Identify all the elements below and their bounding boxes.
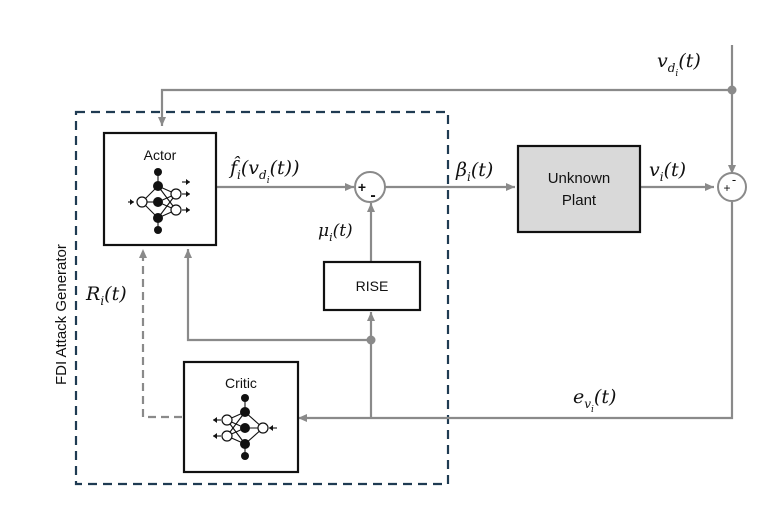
critic-neural-network-icon <box>213 394 277 460</box>
fdi-group-label: FDI Attack Generator <box>53 244 70 385</box>
ev-to-actor-line <box>184 249 371 342</box>
plant-label-line1: Unknown <box>548 170 611 187</box>
fhat-signal-label: f̂i(vdi(t)) <box>228 156 300 186</box>
ev-feedback-line <box>298 202 734 422</box>
r-signal-label: Ri(t) <box>85 283 127 308</box>
fdi-attack-generator-group <box>74 110 450 486</box>
vd-to-actor-line <box>158 88 732 126</box>
plant-label-line2: Plant <box>562 192 597 209</box>
critic-label: Critic <box>225 375 257 391</box>
vd-junction-dot <box>727 85 737 95</box>
left-sum-minus: - <box>370 187 375 204</box>
unknown-plant-block <box>516 144 642 234</box>
mu-signal-label: μi(t) <box>318 221 353 244</box>
actor-label: Actor <box>144 147 177 163</box>
ev-signal-label: evi(t) <box>573 386 616 415</box>
rise-block <box>322 260 422 312</box>
v-signal-label: vi(t) <box>649 159 686 184</box>
actor-neural-network-icon <box>128 168 190 234</box>
beta-signal-label: βi(t) <box>455 159 493 184</box>
vd-signal-label: vdi(t) <box>657 50 701 79</box>
right-sum-minus: - <box>732 172 736 187</box>
left-sum-plus: + <box>358 179 366 195</box>
left-summing-junction <box>354 171 386 203</box>
ev-junction-dot <box>366 335 376 345</box>
rise-label: RISE <box>356 278 389 294</box>
critic-reward-line <box>139 249 182 419</box>
right-summing-junction <box>717 172 747 202</box>
right-sum-plus: + <box>723 181 730 195</box>
